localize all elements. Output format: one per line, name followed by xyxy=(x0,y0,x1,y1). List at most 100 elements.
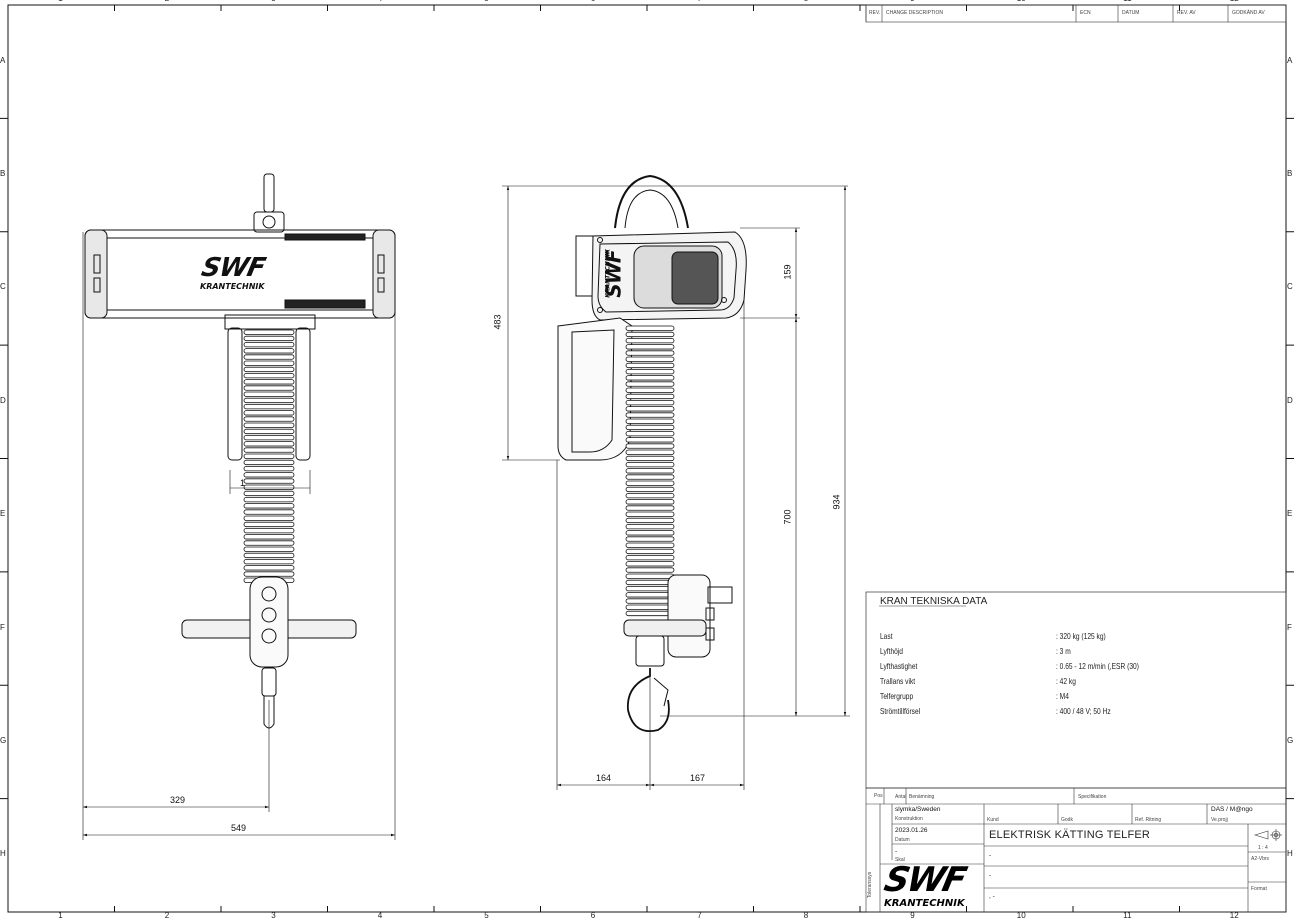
column-label-top: 4 xyxy=(378,0,382,3)
row-label-right: B xyxy=(1287,169,1293,179)
coil-ring xyxy=(243,428,295,435)
coil-ring xyxy=(625,356,675,362)
coil-ring xyxy=(625,344,675,350)
row-label-left: G xyxy=(0,735,7,745)
ref-caption: Ref. Ritning xyxy=(1135,817,1162,823)
front-logo: SWF xyxy=(198,253,268,283)
column-label-top: 11 xyxy=(1123,0,1131,3)
column-label-bottom: 6 xyxy=(590,911,596,920)
scale-caption: Skal xyxy=(895,857,905,863)
drawing-title: ELEKTRISK KÄTTING TELFER xyxy=(989,829,1151,841)
drawing-border xyxy=(0,4,1294,913)
coil-ring xyxy=(243,503,295,509)
column-label-top: 5 xyxy=(484,0,488,3)
column-label-bottom: 9 xyxy=(910,911,915,920)
coil-ring xyxy=(625,325,675,331)
coil-ring xyxy=(625,449,675,455)
front-view-hoist xyxy=(84,173,396,729)
coil-ring xyxy=(625,505,675,511)
column-label-top: 10 xyxy=(1017,0,1026,3)
drawn-by-caption: Ve.projj xyxy=(1211,817,1228,823)
parts-header-benamning: Benämning xyxy=(909,794,935,800)
coil-ring xyxy=(625,486,675,493)
tech-data-heading: KRAN TEKNISKA DATA xyxy=(880,596,988,607)
coil-ring xyxy=(625,555,675,561)
coil-ring xyxy=(243,360,295,366)
coil-ring xyxy=(625,387,675,393)
coil-ring xyxy=(625,418,675,424)
coil-ring xyxy=(243,341,295,348)
column-label-bottom: 2 xyxy=(164,911,170,920)
column-label-bottom: 3 xyxy=(271,911,276,920)
coil-ring xyxy=(625,331,675,338)
dim-side-top: 159 xyxy=(782,264,793,280)
coil-ring xyxy=(243,546,295,552)
coil-ring xyxy=(625,337,675,344)
coil-ring xyxy=(243,453,295,459)
row-label-left: C xyxy=(0,282,6,292)
coil-ring xyxy=(243,348,295,354)
scale-dash: - xyxy=(895,848,898,855)
dim-side-right: 167 xyxy=(690,773,706,783)
column-label-top: 3 xyxy=(271,0,275,3)
rev-header-change: CHANGE DESCRIPTION xyxy=(886,10,943,16)
tech-data-box xyxy=(865,591,1287,789)
row-label-right: C xyxy=(1287,282,1293,292)
front-view-dimensions xyxy=(82,232,396,840)
coil-ring xyxy=(243,447,295,453)
coil-ring xyxy=(625,517,675,524)
coil-ring xyxy=(625,381,675,387)
coil-ring xyxy=(243,459,295,466)
column-label-bottom: 7 xyxy=(697,911,702,920)
title-block-logo: SWF xyxy=(880,860,969,900)
rev-header-rev-av: REV. AV xyxy=(1177,10,1196,16)
rev-header-ecn: ECN xyxy=(1080,10,1091,16)
coil-ring xyxy=(625,443,675,449)
tolerance-caption: Toleranssys xyxy=(867,871,874,899)
coil-ring xyxy=(243,354,295,360)
coil-ring xyxy=(625,610,675,617)
column-label-bottom: 4 xyxy=(377,911,383,920)
rev-header-datum: DATUM xyxy=(1122,10,1140,16)
designer-value: slymka/Sweden xyxy=(895,806,941,813)
date-value: 2023.01.26 xyxy=(895,827,928,834)
tech-data-value: : 400 / 48 V; 50 Hz xyxy=(1056,706,1111,716)
title-block-logo-sub: KRANTECHNIK xyxy=(884,898,965,909)
column-ticks xyxy=(114,5,1180,912)
parts-header-antal: Antal xyxy=(895,794,907,800)
coil-ring xyxy=(625,542,675,548)
coil-ring xyxy=(625,604,675,610)
title-line-2: - xyxy=(989,852,992,859)
dim-front-total: 549 xyxy=(231,823,247,833)
kund-caption: Kund xyxy=(987,817,999,823)
godk-caption: Godk xyxy=(1061,817,1073,823)
coil-ring xyxy=(625,492,675,499)
dim-front-half: 329 xyxy=(170,795,186,805)
coil-ring xyxy=(243,372,295,379)
coil-ring xyxy=(243,472,295,478)
date-caption: Datum xyxy=(895,837,910,843)
front-chain-coil xyxy=(243,329,295,583)
coil-ring xyxy=(243,329,295,335)
coil-ring xyxy=(625,579,675,586)
coil-ring xyxy=(243,496,295,503)
coil-ring xyxy=(243,528,295,534)
coil-ring xyxy=(243,385,295,391)
coil-ring xyxy=(625,598,675,604)
column-label-bottom: 10 xyxy=(1016,911,1026,920)
coil-ring xyxy=(625,567,675,573)
coil-ring xyxy=(625,468,675,474)
coil-ring xyxy=(625,430,675,437)
format-value: A2-Vbrs xyxy=(1251,856,1270,862)
coil-ring xyxy=(243,571,295,577)
coil-ring xyxy=(243,521,295,528)
coil-ring xyxy=(243,410,295,416)
tech-data-label: Lyfthastighet xyxy=(880,661,918,671)
coil-ring xyxy=(243,478,295,484)
column-label-top: 7 xyxy=(697,0,701,3)
coil-ring xyxy=(625,524,675,530)
title-block-grid xyxy=(865,787,1287,913)
rev-header-godkand: GODKÄND AV xyxy=(1232,10,1265,16)
coil-ring xyxy=(625,406,675,412)
